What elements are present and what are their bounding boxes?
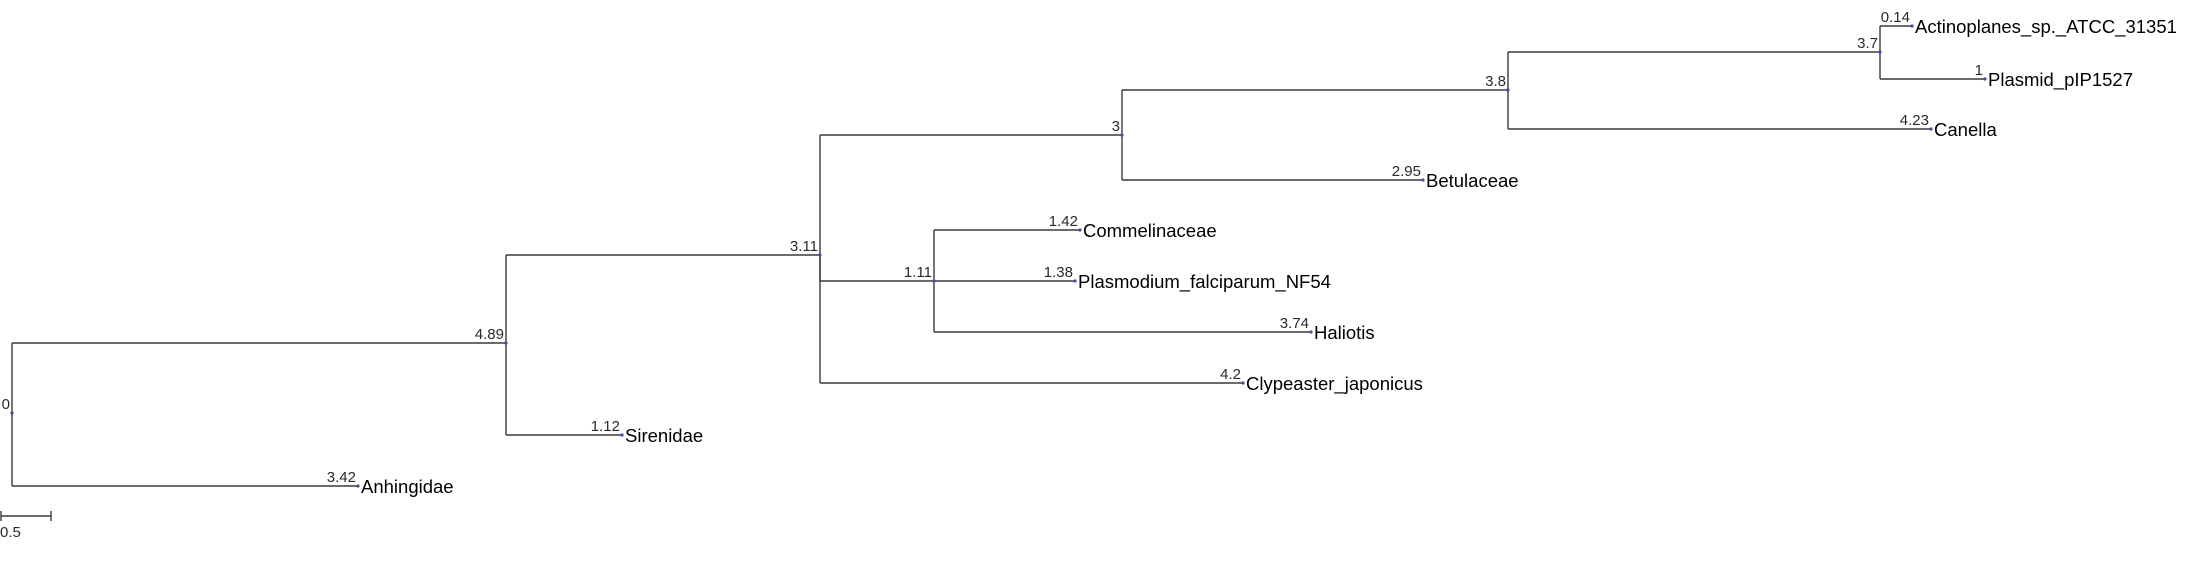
- node-dot: [818, 253, 822, 257]
- branch-length-label: 3: [1112, 118, 1120, 135]
- tip-label-canella: Canella: [1934, 119, 1997, 140]
- node-dot: [932, 279, 936, 283]
- tip-label-actinoplanes-sp-atcc-31351: Actinoplanes_sp._ATCC_31351: [1915, 16, 2177, 38]
- tip-label-plasmodium-falciparum-nf54: Plasmodium_falciparum_NF54: [1078, 271, 1331, 293]
- branch-length-label: 0.14: [1881, 9, 1910, 26]
- branch-length-label: 4.2: [1220, 366, 1241, 383]
- node-dot: [1910, 24, 1914, 28]
- tip-label-plasmid-pip1527: Plasmid_pIP1527: [1988, 69, 2133, 91]
- branch-length-label: 1: [1975, 62, 1983, 79]
- node-dot: [1120, 133, 1124, 137]
- node-dot: [356, 484, 360, 488]
- node-dot: [1073, 279, 1077, 283]
- branch-length-label: 3.42: [327, 469, 356, 486]
- node-dot: [1506, 88, 1510, 92]
- branch-length-label: 4.23: [1900, 112, 1929, 129]
- branch-length-label: 2.95: [1392, 163, 1421, 180]
- branch-length-label: 1.42: [1049, 213, 1078, 230]
- tip-label-betulaceae: Betulaceae: [1426, 170, 1519, 191]
- node-dot: [620, 433, 624, 437]
- node-dot: [1878, 50, 1882, 54]
- branch-length-label: 3.74: [1280, 315, 1309, 332]
- branch-length-label: 3.11: [790, 238, 818, 255]
- scale-bar: 0.5: [0, 511, 52, 541]
- node-dot: [1421, 178, 1425, 182]
- node-dot: [1929, 127, 1933, 131]
- tip-label-commelinaceae: Commelinaceae: [1083, 220, 1217, 241]
- branch-length-label: 3.8: [1485, 73, 1506, 90]
- node-dot: [504, 341, 508, 345]
- branch-length-label: 1.11: [904, 264, 932, 281]
- branch-length-label: 1.12: [591, 418, 620, 435]
- node-dot: [10, 411, 14, 415]
- branch-length-label: 3.7: [1857, 35, 1878, 52]
- tree-labels: 0 4.89 3.11 3 3.8 3.70.14 Actinoplanes_sp._ATC…: [2, 9, 2177, 497]
- node-dot: [1983, 77, 1987, 81]
- branch-length-label: 0: [2, 396, 10, 413]
- tip-label-haliotis: Haliotis: [1314, 322, 1375, 343]
- tree-branches: [11, 25, 1985, 487]
- tip-label-sirenidae: Sirenidae: [625, 425, 703, 446]
- branch-length-label: 4.89: [475, 326, 504, 343]
- tip-label-anhingidae: Anhingidae: [361, 476, 454, 497]
- scale-bar-label: 0.5: [0, 524, 21, 541]
- node-dot: [1078, 228, 1082, 232]
- tree-nodes: [10, 24, 1987, 488]
- node-dot: [1309, 330, 1313, 334]
- branch-length-label: 1.38: [1044, 264, 1073, 281]
- tip-label-clypeaster-japonicus: Clypeaster_japonicus: [1246, 373, 1423, 395]
- node-dot: [1241, 381, 1245, 385]
